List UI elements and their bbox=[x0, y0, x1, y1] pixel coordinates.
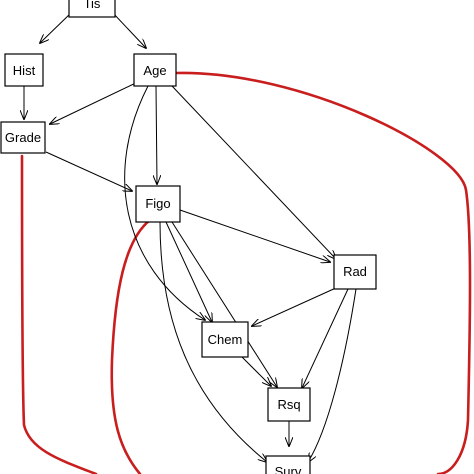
node-tis: Tis bbox=[68, 0, 116, 18]
edge-age-rad bbox=[171, 85, 336, 259]
node-rad: Rad bbox=[333, 254, 377, 290]
node-rsq: Rsq bbox=[267, 387, 311, 422]
node-rad-label: Rad bbox=[343, 264, 367, 279]
node-tis-label: Tis bbox=[84, 0, 101, 11]
node-age-label: Age bbox=[143, 63, 166, 78]
node-hist: Hist bbox=[4, 53, 44, 87]
edge-chem-rsq bbox=[241, 356, 271, 386]
edge-figo-rsq bbox=[171, 221, 277, 387]
edge-rad-chem bbox=[252, 286, 339, 326]
node-figo: Figo bbox=[135, 185, 181, 223]
node-surv-label: Surv bbox=[275, 464, 302, 474]
node-chem: Chem bbox=[201, 321, 249, 358]
edge-tis-age bbox=[111, 11, 146, 48]
node-figo-label: Figo bbox=[145, 196, 170, 211]
node-rsq-label: Rsq bbox=[277, 397, 300, 412]
edge-figo-rad bbox=[179, 209, 330, 262]
node-age: Age bbox=[133, 53, 177, 87]
edge-grade-figo bbox=[45, 151, 132, 191]
node-surv: Surv bbox=[265, 455, 311, 474]
undirected-edges bbox=[20, 71, 472, 474]
node-hist-label: Hist bbox=[13, 63, 36, 78]
edge-rad-surv bbox=[308, 288, 357, 462]
edge-age-grade bbox=[50, 80, 141, 124]
edge-figo-chem bbox=[165, 221, 212, 322]
edge-age-figo bbox=[156, 85, 157, 184]
edge-tis-hist bbox=[40, 11, 73, 43]
node-chem-label: Chem bbox=[208, 332, 243, 347]
edge-age-surv bbox=[174, 71, 472, 474]
edge-grade-surv bbox=[20, 154, 98, 474]
edge-figo-surv bbox=[159, 221, 267, 462]
edge-age-chem bbox=[124, 85, 205, 320]
directed-edges bbox=[24, 11, 357, 462]
edge-rad-rsq bbox=[302, 288, 349, 388]
node-grade: Grade bbox=[0, 121, 46, 154]
edge-figo-surv bbox=[110, 218, 152, 474]
node-grade-label: Grade bbox=[5, 130, 41, 145]
